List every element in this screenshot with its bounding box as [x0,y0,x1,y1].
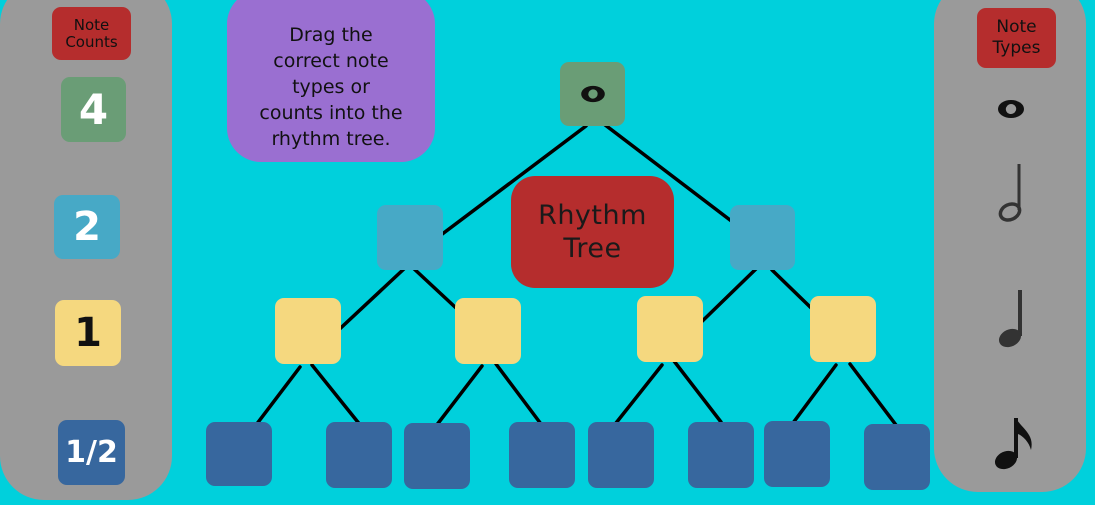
count-card-half[interactable]: 1/2 [58,420,125,485]
whole-note-icon [998,100,1024,118]
half-note-icon [998,164,1022,222]
count-label: 1 [74,310,102,356]
quarter-note-item[interactable] [985,286,1037,352]
tree-slot-quarter-3[interactable] [637,296,703,362]
count-label: 2 [73,204,101,250]
tree-slot-eighth-2[interactable] [326,422,392,488]
note-counts-header: Note Counts [52,7,131,60]
tree-slot-quarter-4[interactable] [810,296,876,362]
connector-line [494,362,543,426]
note-types-panel [934,0,1086,492]
tree-slot-eighth-6[interactable] [688,422,754,488]
connector-line [672,359,723,424]
note-types-header: Note Types [977,8,1056,68]
count-card-4[interactable]: 4 [61,77,126,142]
tree-slot-eighth-1[interactable] [206,422,272,486]
tree-slot-whole[interactable] [560,62,625,126]
count-card-2[interactable]: 2 [54,195,120,259]
connector-line [251,365,302,431]
half-note-item[interactable] [985,160,1037,226]
eighth-note-icon [994,418,1032,470]
note-counts-header-label: Note Counts [65,15,118,51]
count-label: 1/2 [65,435,118,470]
instruction-box: Drag the correct note types or counts in… [227,0,435,162]
whole-note-item[interactable] [985,88,1037,130]
count-label: 4 [78,85,109,134]
tree-slot-quarter-1[interactable] [275,298,341,364]
connector-line [328,265,408,340]
tree-slot-eighth-7[interactable] [764,421,830,487]
count-card-1[interactable]: 1 [55,300,121,366]
eighth-note-item[interactable] [985,410,1045,476]
tree-slot-eighth-5[interactable] [588,422,654,488]
connector-line [848,362,898,427]
instruction-text: Drag the correct note types or counts in… [259,24,403,150]
whole-note-icon [580,85,605,103]
tree-slot-eighth-4[interactable] [509,422,575,488]
quarter-note-icon [998,290,1022,348]
connector-line [788,363,838,429]
tree-slot-half-1[interactable] [377,205,443,270]
note-types-header-label: Note Types [992,17,1041,58]
tree-slot-eighth-8[interactable] [864,424,930,490]
tree-slot-quarter-2[interactable] [455,298,521,364]
tree-slot-eighth-3[interactable] [404,423,470,489]
rhythm-tree-title-box: Rhythm Tree [511,176,674,288]
connector-line [614,363,664,425]
page-title: Rhythm Tree [538,200,647,264]
connector-line [434,364,484,428]
tree-slot-half-2[interactable] [730,205,795,270]
connector-line [310,363,363,428]
